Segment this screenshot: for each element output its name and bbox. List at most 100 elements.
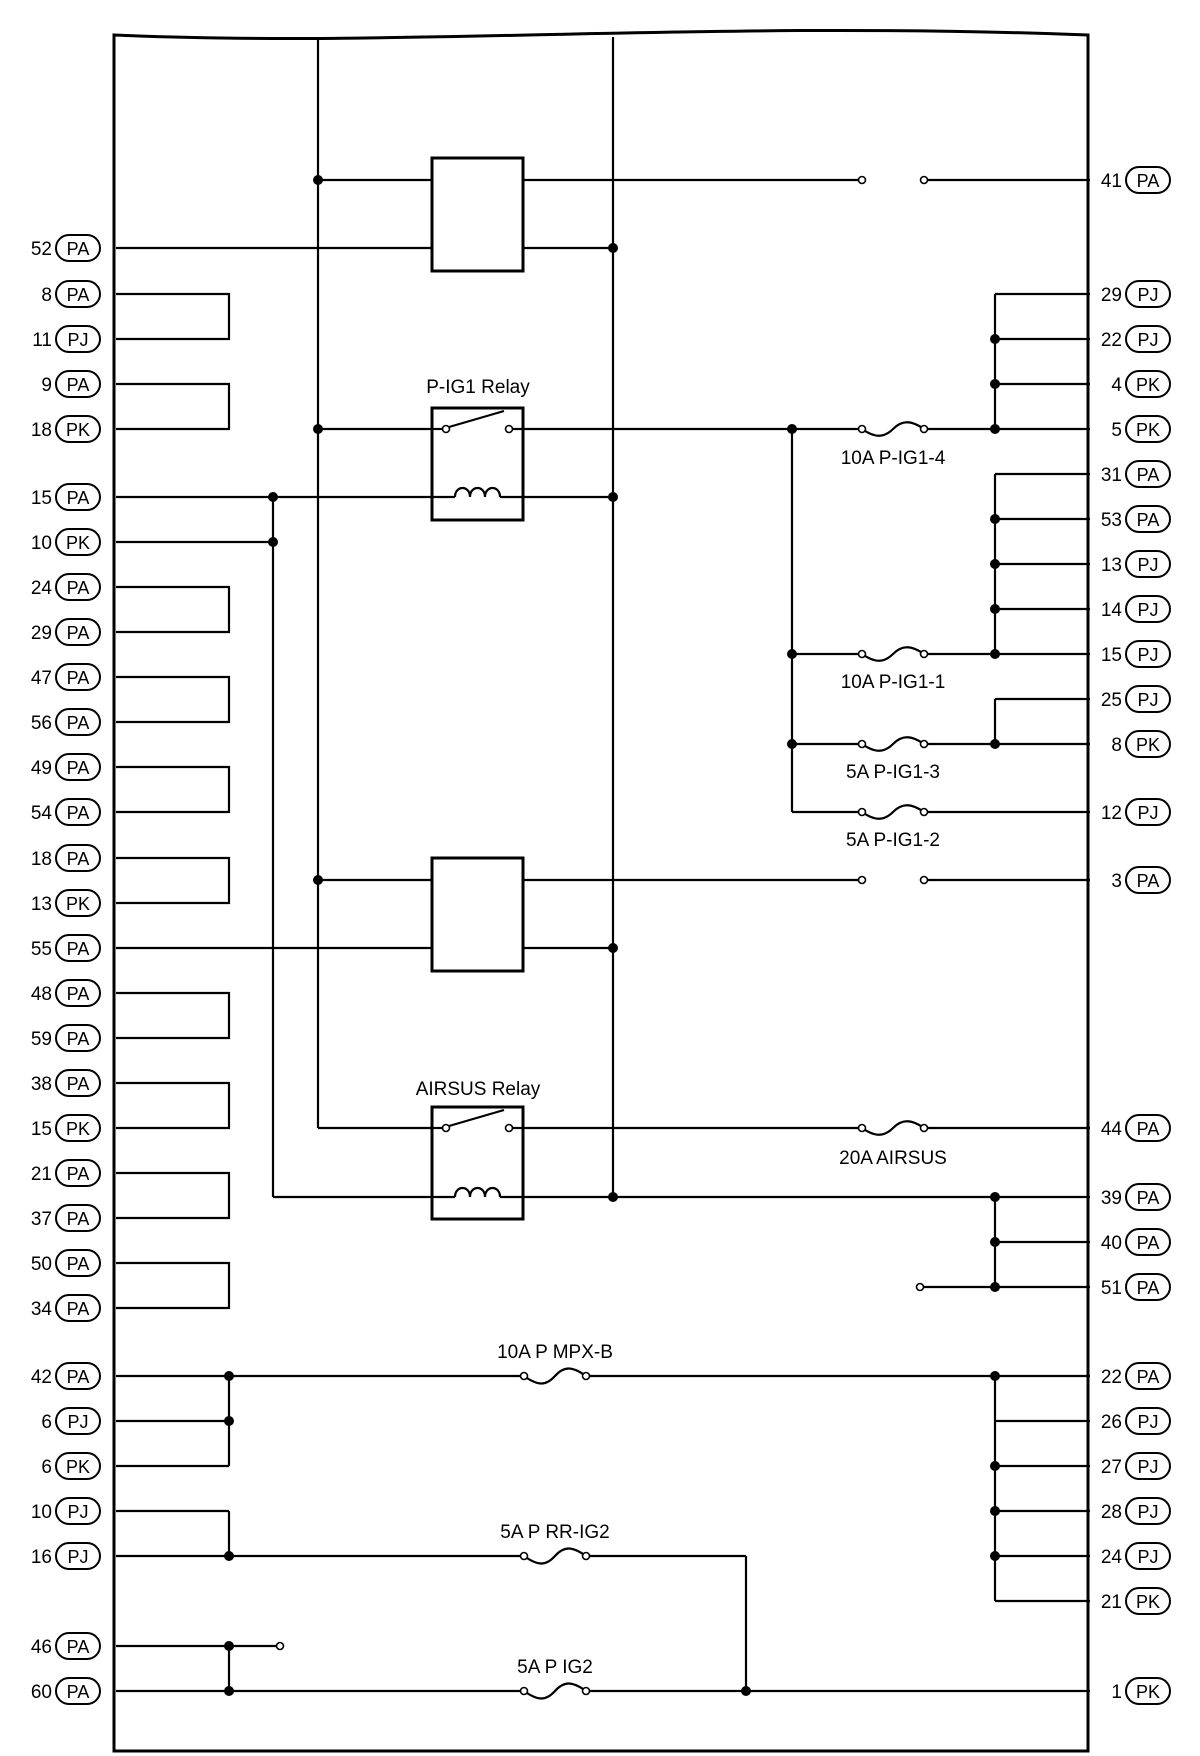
connector-code: PJ (1137, 1412, 1158, 1432)
pin-number: 37 (31, 1209, 52, 1230)
connector-code: PJ (1137, 285, 1158, 305)
pin-number: 25 (1101, 690, 1122, 711)
connector-code: PK (1136, 375, 1160, 395)
connector-code: PJ (67, 1412, 88, 1432)
fuse-5a-p-rr-ig2 (519, 1547, 591, 1565)
fuse-10a-pig1-1 (857, 646, 929, 662)
connector-badge (55, 415, 101, 443)
connector-code: PK (1136, 1682, 1160, 1702)
connector-code: PK (66, 420, 90, 440)
fuse-label: 10A P MPX-B (497, 1342, 613, 1363)
connector-code: PA (67, 803, 90, 823)
connector-code: PJ (67, 1547, 88, 1567)
connector-code: PA (1137, 510, 1160, 530)
connector-badge (1125, 1542, 1171, 1570)
connector-code: PA (67, 375, 90, 395)
pin-number: 44 (1101, 1119, 1123, 1140)
connector-badge (1125, 640, 1171, 668)
connector-badge (1125, 1677, 1171, 1705)
pin-number: 39 (1101, 1188, 1122, 1209)
connector-badge (1125, 1273, 1171, 1301)
connector-code: PA (1137, 171, 1160, 191)
connector-code: PJ (1137, 645, 1158, 665)
pig1-relay (430, 406, 525, 522)
connector-code: PA (67, 239, 90, 259)
connector-badge (55, 1204, 101, 1232)
connector-badge (55, 663, 101, 691)
connector-badge (1125, 550, 1171, 578)
connector-code: PJ (1137, 555, 1158, 575)
connector-badge (1125, 595, 1171, 623)
connector-code: PA (67, 1074, 90, 1094)
pin-number: 48 (31, 984, 52, 1005)
pin-number: 15 (31, 1119, 52, 1140)
pin-number: 56 (31, 713, 52, 734)
connector-badge (55, 1249, 101, 1277)
connector-badge (1125, 1114, 1171, 1142)
connector-pin: 21 PA (31, 1159, 101, 1187)
connector-code: PA (67, 1254, 90, 1274)
connector-pin: 16 PJ (31, 1542, 101, 1570)
connector-badge (55, 979, 101, 1007)
connector-badge (55, 618, 101, 646)
connector-code: PJ (1137, 330, 1158, 350)
pig1-relay-label: P-IG1 Relay (426, 377, 530, 398)
connector-badge (1125, 415, 1171, 443)
connector-badge (1125, 505, 1171, 533)
pin-number: 49 (31, 758, 52, 779)
connector-badge (55, 1632, 101, 1660)
pin-number: 24 (31, 578, 53, 599)
pin-number: 27 (1101, 1457, 1122, 1478)
connector-code: PK (66, 894, 90, 914)
fuse-label: 5A P-IG1-3 (846, 762, 940, 783)
fuse-10a-pig1-4 (857, 421, 929, 437)
connector-code: PA (67, 623, 90, 643)
pin-number: 47 (31, 668, 52, 689)
connector-badge (1125, 370, 1171, 398)
pin-number: 46 (31, 1637, 52, 1658)
fuse-label: 5A P RR-IG2 (500, 1522, 609, 1543)
connector-badge (55, 798, 101, 826)
pin-number: 21 (31, 1164, 52, 1185)
connector-code: PJ (1137, 1547, 1158, 1567)
pin-number: 18 (31, 420, 52, 441)
connector-code: PA (67, 488, 90, 508)
pin-number: 54 (31, 803, 53, 824)
junction-block-outline (112, 28, 1090, 1753)
pin-number: 18 (31, 849, 52, 870)
pin-number: 9 (41, 375, 52, 396)
open-terminal (919, 875, 929, 885)
pin-number: 55 (31, 939, 52, 960)
pin-number: 16 (31, 1547, 52, 1568)
pin-number: 52 (31, 239, 52, 260)
pin-number: 10 (31, 1502, 52, 1523)
connector-code: PA (67, 1164, 90, 1184)
pin-number: 8 (1111, 735, 1122, 756)
connector-code: PA (67, 1367, 90, 1387)
connector-code: PA (67, 758, 90, 778)
pin-number: 22 (1101, 1367, 1122, 1388)
connector-code: PK (66, 533, 90, 553)
connector-badge (55, 528, 101, 556)
pin-number: 8 (41, 285, 52, 306)
